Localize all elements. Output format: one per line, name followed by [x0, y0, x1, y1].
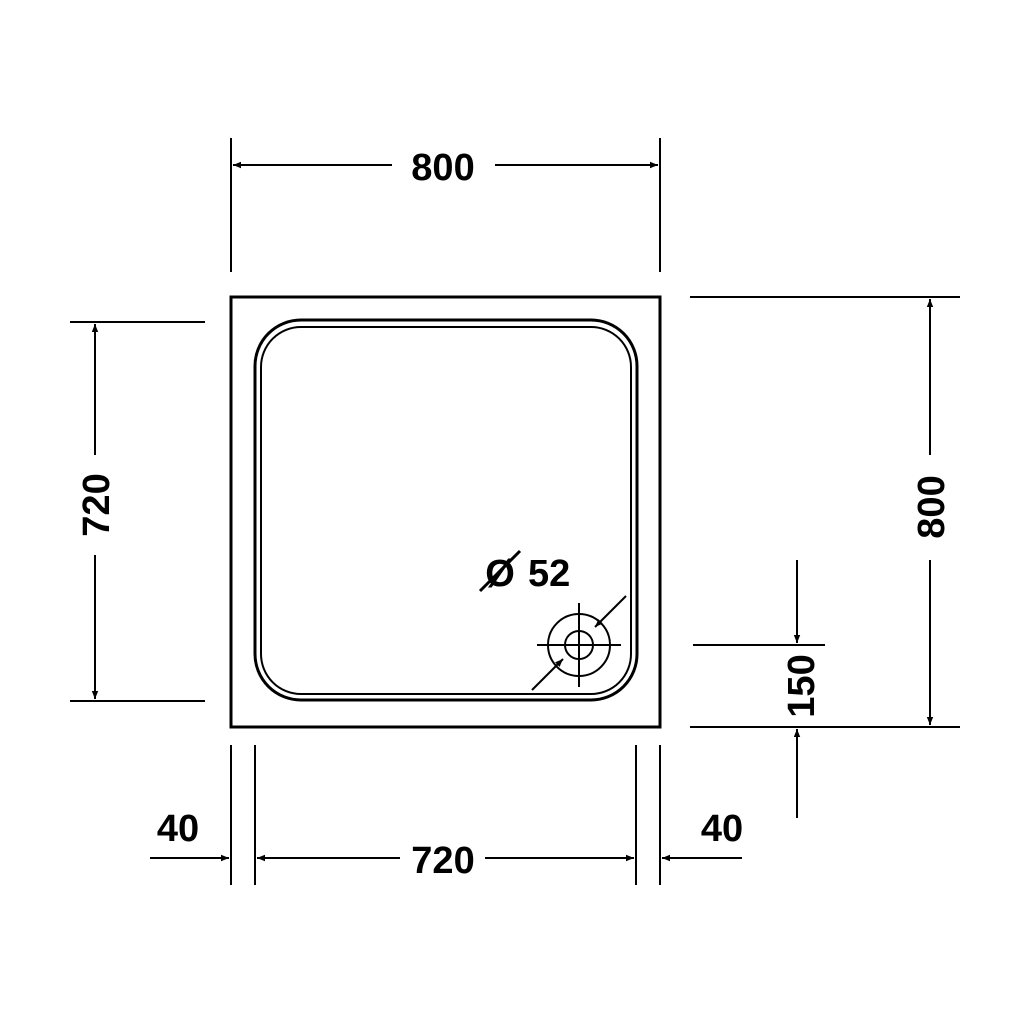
right-height-dimension: 800 [690, 296, 960, 728]
svg-text:800: 800 [911, 475, 953, 538]
drain-diameter-label: Ø 52 [478, 549, 570, 595]
top-width-dimension: 800 [230, 138, 661, 272]
svg-text:40: 40 [157, 808, 199, 850]
svg-text:800: 800 [411, 147, 474, 189]
basin-outer-edge [253, 318, 639, 702]
svg-text:720: 720 [411, 840, 474, 882]
svg-text:150: 150 [781, 654, 823, 717]
bottom-dimensions: 720 40 40 [150, 745, 743, 885]
svg-text:52: 52 [528, 553, 570, 595]
left-height-dimension: 720 [70, 321, 205, 702]
svg-text:720: 720 [76, 473, 118, 536]
tray-outline [229, 295, 662, 729]
basin-inner-edge [260, 326, 632, 695]
drain-offset-dimension: 150 [693, 560, 825, 818]
drain [531, 595, 627, 691]
svg-text:40: 40 [701, 808, 743, 850]
